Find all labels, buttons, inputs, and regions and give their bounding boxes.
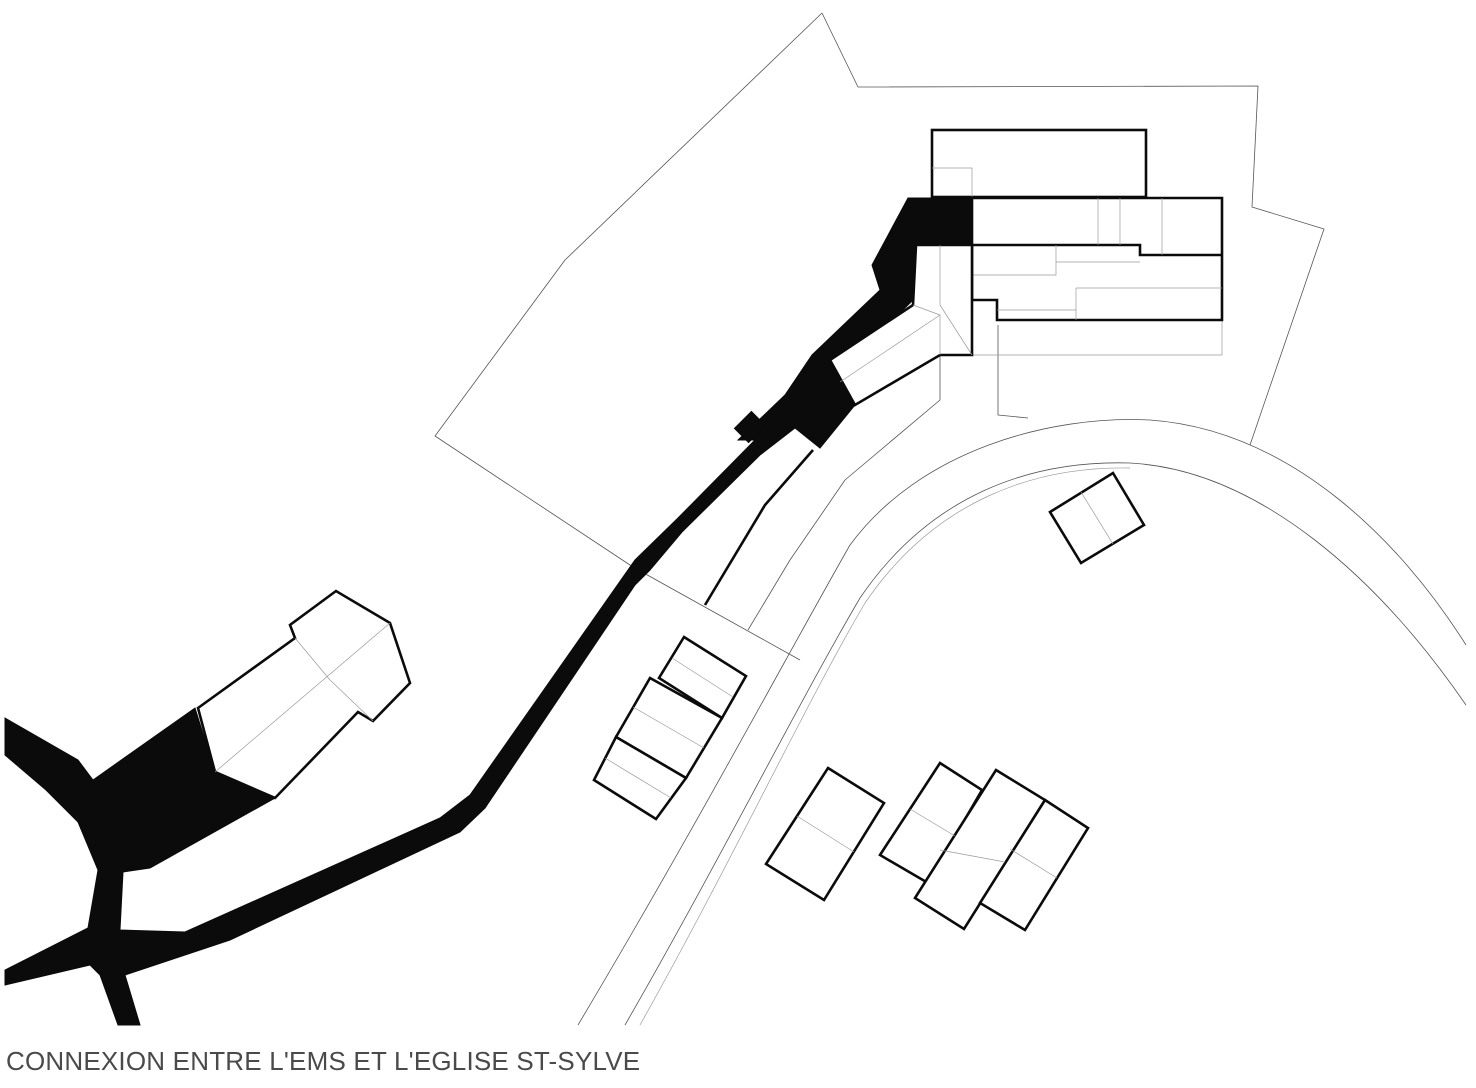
driveway-outline bbox=[997, 325, 1029, 419]
road-edge-outer bbox=[577, 419, 1467, 1026]
road-edge-inner bbox=[624, 462, 1467, 1026]
connection-path bbox=[4, 197, 973, 1026]
plan-caption: CONNEXION ENTRE L'EMS ET L'EGLISE ST-SYL… bbox=[6, 1046, 641, 1076]
ems-entrance-grid bbox=[839, 245, 973, 383]
pavilion-east-ridge bbox=[1080, 491, 1114, 545]
parcel-boundary-west bbox=[434, 12, 823, 661]
house-south-1-ridge bbox=[796, 815, 855, 853]
road-edge-inner-double bbox=[639, 467, 1131, 1026]
church-building bbox=[196, 589, 412, 800]
access-path-east bbox=[747, 355, 941, 631]
ems-wing-main bbox=[970, 196, 1224, 322]
parcel-boundary bbox=[821, 12, 1325, 446]
site-plan bbox=[4, 12, 1467, 1026]
church-tower-line bbox=[294, 637, 374, 722]
ems-wing-main-grid bbox=[972, 198, 1222, 320]
church-ridge-line bbox=[214, 622, 391, 773]
ems-wing-north bbox=[930, 128, 1148, 199]
house-south-4 bbox=[978, 798, 1090, 932]
terrace-outline bbox=[970, 320, 1223, 356]
house-west-ridges bbox=[604, 657, 734, 799]
house-south-ridges bbox=[909, 808, 1058, 879]
house-west-3 bbox=[592, 735, 688, 821]
connection-kiosk bbox=[733, 410, 767, 444]
ramp-outline bbox=[703, 449, 814, 606]
house-south-3 bbox=[913, 768, 1047, 931]
ems-wing-north-grid bbox=[932, 167, 973, 197]
